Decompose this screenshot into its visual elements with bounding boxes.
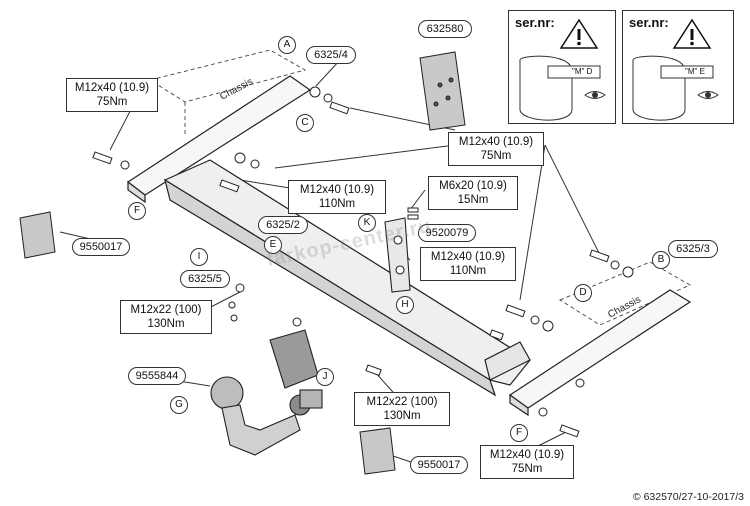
bolt-spec-bottom22-torque: 130Nm: [383, 410, 421, 422]
bolt-spec-h-torque: 110Nm: [449, 265, 487, 277]
callout-d: D: [574, 284, 592, 302]
bolt-spec-k-size: M6x20 (10.9): [439, 180, 507, 192]
bolt-spec-bottomright: M12x40 (10.9) 75Nm: [480, 445, 574, 479]
bolt-spec-topright-torque: 75Nm: [480, 150, 512, 162]
callout-g: G: [170, 396, 188, 414]
part-9555844: 9555844: [128, 367, 186, 385]
callout-k: K: [358, 214, 376, 232]
bolt-spec-left22-torque: 130Nm: [147, 318, 185, 330]
copyright: © 632570/27-10-2017/3: [632, 491, 744, 503]
part-632580: 632580: [418, 20, 472, 38]
bolt-spec-topleft-size: M12x40 (10.9): [74, 82, 150, 94]
callout-i: I: [190, 248, 208, 266]
bolt-spec-left22-size: M12x22 (100): [130, 304, 202, 316]
sticker-code-left-label: "M" D: [572, 67, 593, 76]
chassis-label-left: Chassis: [218, 76, 255, 102]
serial-warning-panel-right: ser.nr:: [622, 10, 734, 124]
bolt-spec-bottomright-size: M12x40 (10.9): [489, 449, 565, 461]
callout-a: A: [278, 36, 296, 54]
serial-warning-panel-left: ser.nr:: [508, 10, 616, 124]
bolt-spec-middle: M12x40 (10.9) 110Nm: [288, 180, 386, 214]
bolt-spec-topleft-torque: 75Nm: [96, 96, 128, 108]
part-9520079: 9520079: [418, 224, 476, 242]
sticker-code-right-label: "M" E: [685, 67, 705, 76]
bolt-spec-topright-size: M12x40 (10.9): [458, 136, 534, 148]
bolt-spec-topright: M12x40 (10.9) 75Nm: [448, 132, 544, 166]
callout-b: B: [652, 251, 670, 269]
bolt-spec-bottom22-size: M12x22 (100): [366, 396, 438, 408]
bolt-spec-bottomright-torque: 75Nm: [511, 463, 543, 475]
bolt-spec-bottom22: M12x22 (100) 130Nm: [354, 392, 450, 426]
bolt-spec-k: M6x20 (10.9) 15Nm: [428, 176, 518, 210]
part-9550017-top: 9550017: [72, 238, 130, 256]
bolt-spec-k-torque: 15Nm: [457, 194, 489, 206]
part-6325-3: 6325/3: [668, 240, 718, 258]
serial-title-left: ser.nr:: [515, 15, 555, 30]
callout-e: E: [264, 236, 282, 254]
part-6325-2: 6325/2: [258, 216, 308, 234]
bolt-spec-h: M12x40 (10.9) 110Nm: [420, 247, 516, 281]
bolt-spec-middle-torque: 110Nm: [318, 198, 356, 210]
bolt-spec-topleft: M12x40 (10.9) 75Nm: [66, 78, 158, 112]
callout-f-left: F: [128, 202, 146, 220]
callout-j: J: [316, 368, 334, 386]
bolt-spec-middle-size: M12x40 (10.9): [299, 184, 375, 196]
callout-h: H: [396, 296, 414, 314]
bolt-spec-h-size: M12x40 (10.9): [430, 251, 506, 263]
callout-f-right: F: [510, 424, 528, 442]
part-6325-5: 6325/5: [180, 270, 230, 288]
callout-c: C: [296, 114, 314, 132]
bolt-spec-left22: M12x22 (100) 130Nm: [120, 300, 212, 334]
part-9550017-bottom: 9550017: [410, 456, 468, 474]
part-6325-4: 6325/4: [306, 46, 356, 64]
serial-title-right: ser.nr:: [629, 15, 669, 30]
